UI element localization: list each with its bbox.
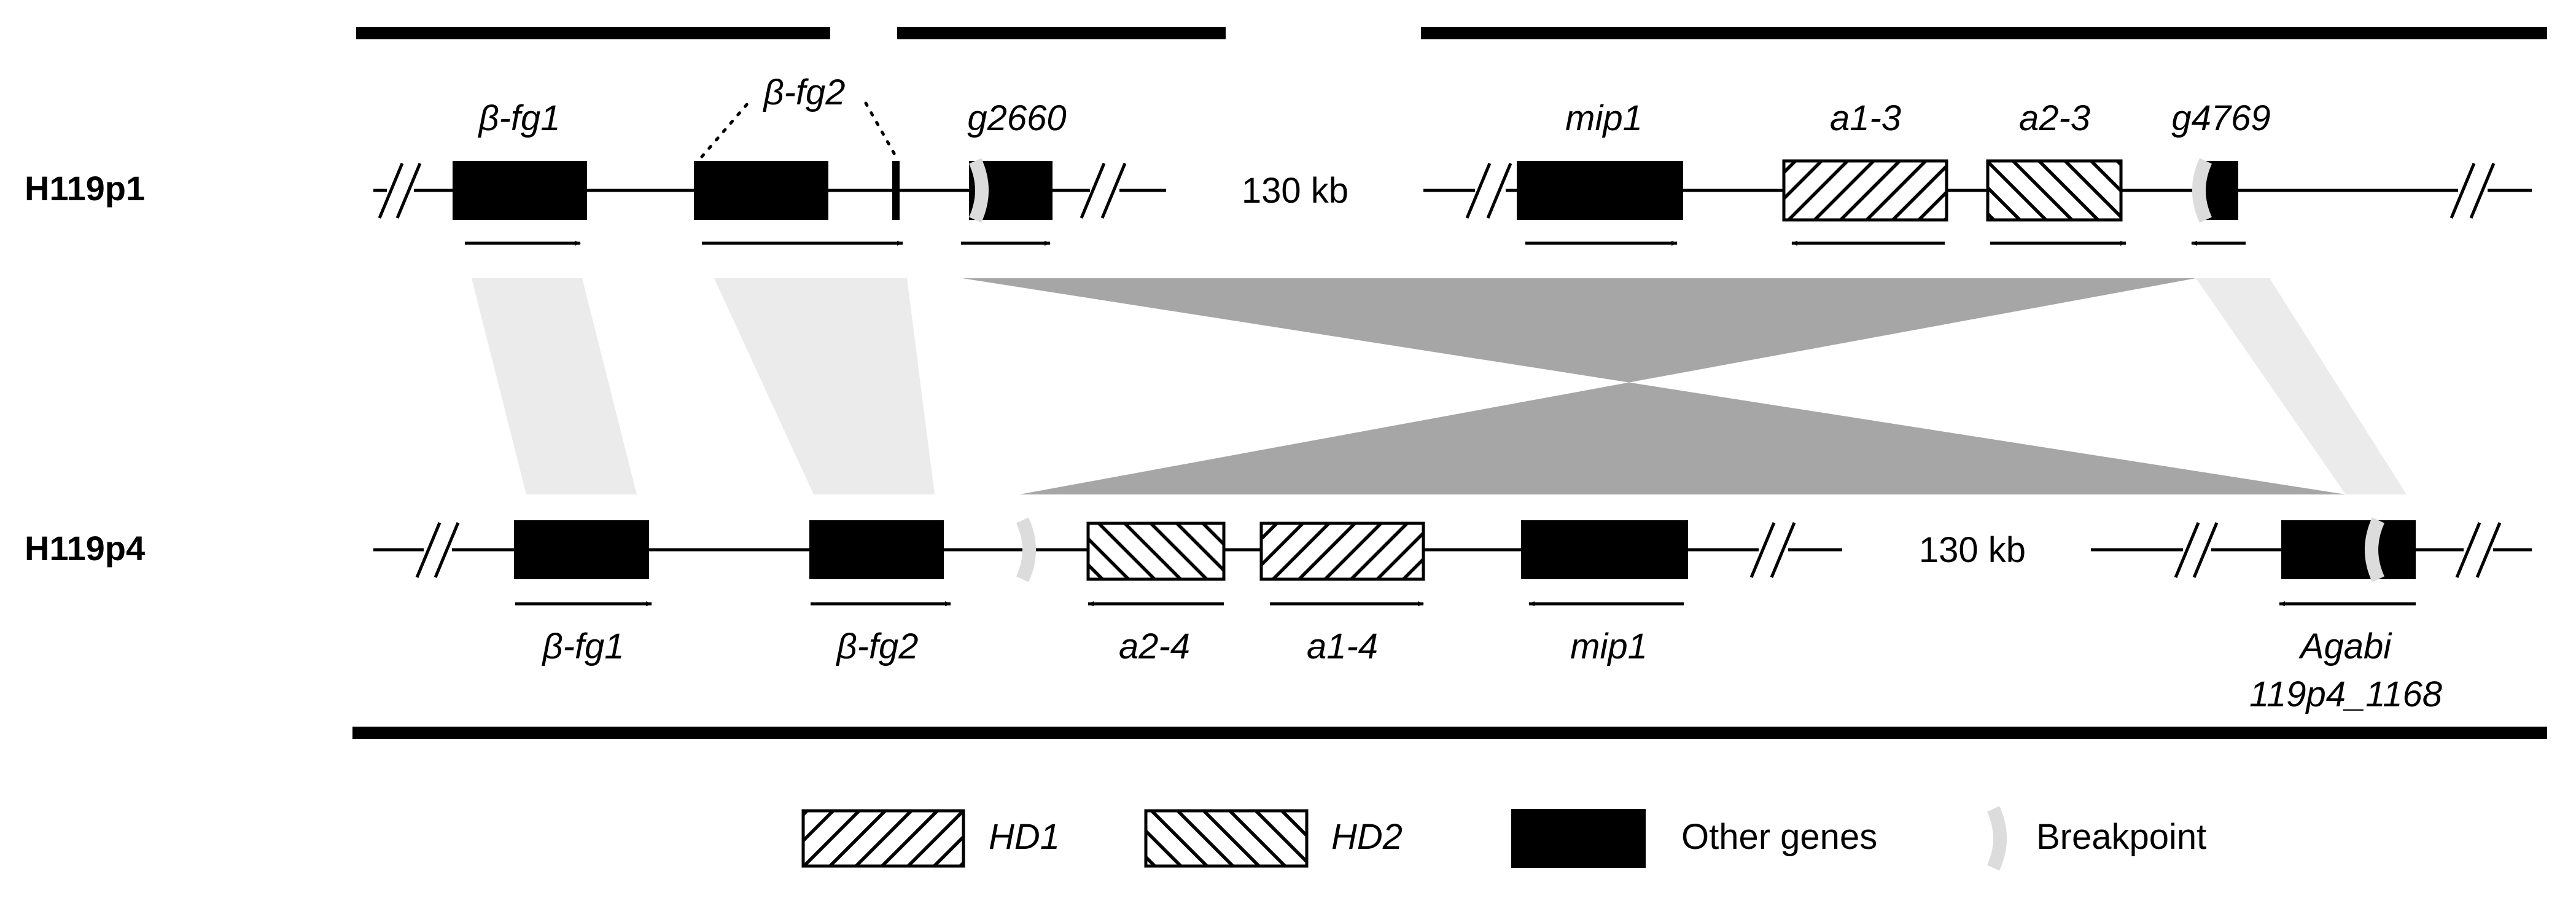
gene-label-a2-4-bottom: a2-4 [1119, 627, 1190, 666]
synteny-bands [472, 278, 2407, 494]
legend-label-hd1: HD1 [989, 817, 1060, 857]
gene-label-bfg2-top: β-fg2 [762, 72, 845, 112]
gap-label-top: 130 kb [1242, 171, 1348, 211]
gene-bfg1-top [453, 161, 587, 220]
legend-label-breakpoint: Breakpoint [2036, 817, 2206, 857]
gene-label-bfg1-bottom: β-fg1 [541, 627, 624, 666]
legend-swatch-other-genes [1511, 809, 1646, 868]
gene-a2-3-top [1986, 159, 2123, 222]
gene-label-g4769-top: g4769 [2171, 98, 2270, 138]
gene-label-mip1-top: mip1 [1565, 98, 1643, 138]
legend: HD1 HD2 Other genes Breakpoint [801, 806, 2206, 871]
gene-mip1-bottom [1521, 520, 1688, 579]
chromosome-h119p1: 130 kb β-fg1 β-fg2 g2660 mip1 a1-3 a2-3 … [373, 72, 2532, 246]
legend-swatch-breakpoint [1986, 806, 2007, 871]
gene-bfg2-top-exon2 [892, 161, 900, 220]
axis-break-marks-bottom [415, 522, 2502, 578]
region-bar-bottom [352, 727, 2547, 739]
gap-label-bottom: 130 kb [1919, 530, 2026, 570]
gene-bfg2-top-exon1 [694, 161, 828, 220]
gene-label-a1-4-bottom: a1-4 [1307, 627, 1378, 666]
breakpoint-top-right [2192, 158, 2212, 223]
row-label-h119p4: H119p4 [25, 529, 145, 568]
breakpoint-bottom-left [1016, 517, 1036, 582]
region-bar-top-1 [356, 27, 830, 39]
axis-break-marks-top [378, 163, 2496, 219]
gene-bfg1-bottom [514, 520, 649, 579]
intron-splice-dots [700, 101, 898, 158]
region-bar-top-3 [1421, 27, 2547, 39]
legend-swatch-hd1 [801, 809, 965, 868]
gene-label-agabi-line1: Agabi [2298, 627, 2392, 666]
synteny-band-inversion [962, 278, 2346, 494]
gene-label-agabi-line2: 119p4_1168 [2249, 674, 2442, 714]
gene-label-mip1-bottom: mip1 [1570, 627, 1648, 666]
breakpoint-top-left [968, 158, 989, 223]
legend-label-other-genes: Other genes [1681, 817, 1877, 857]
gene-bfg2-bottom [809, 520, 944, 579]
gene-agabi-bottom [2281, 520, 2416, 579]
gene-a2-4-bottom [1086, 521, 1226, 581]
synteny-band-bfg2 [714, 278, 935, 494]
synteny-band-g4769 [2196, 278, 2407, 494]
gene-g4769-top [2204, 161, 2238, 220]
gene-label-bfg1-top: β-fg1 [477, 98, 560, 138]
gene-label-g2660-top: g2660 [967, 98, 1066, 138]
gene-label-a1-3-top: a1-3 [1830, 98, 1901, 138]
gene-label-bfg2-bottom: β-fg2 [835, 627, 918, 666]
region-bar-top-2 [897, 27, 1226, 39]
synteny-band-bfg1 [472, 278, 637, 494]
legend-swatch-hd2 [1144, 809, 1309, 868]
region-bars [352, 27, 2547, 739]
gene-mip1-top [1517, 161, 1683, 220]
gene-label-a2-3-top: a2-3 [2019, 98, 2090, 138]
breakpoint-bottom-right [2365, 517, 2385, 582]
legend-label-hd2: HD2 [1331, 817, 1403, 857]
chromosome-h119p4: 130 kb β-fg1 β-fg2 a2-4 a1-4 mip1 Agabi … [373, 517, 2532, 714]
gene-a1-3-top [1782, 159, 1948, 222]
gene-a1-4-bottom [1259, 521, 1425, 581]
row-label-h119p1: H119p1 [25, 169, 145, 208]
